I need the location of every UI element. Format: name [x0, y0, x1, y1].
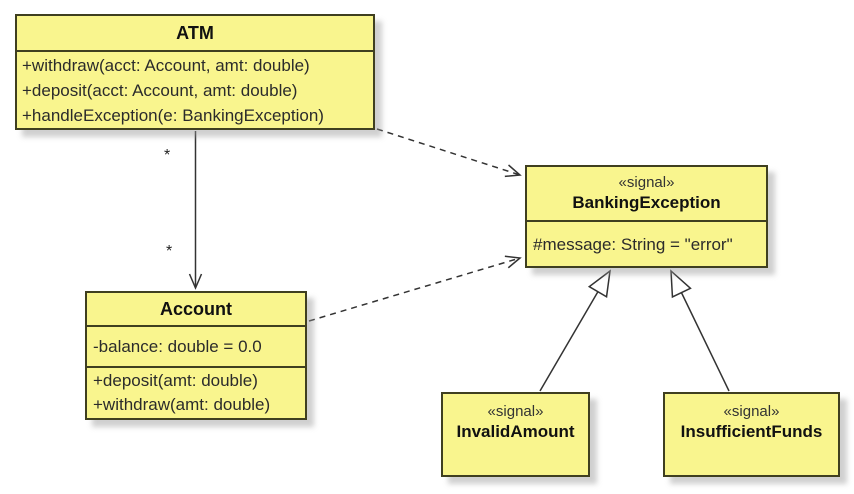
operation: +deposit(amt: double) [93, 371, 258, 390]
dependency-atm-to-bankingexception[interactable] [376, 128, 522, 178]
operations-compartment-account: +deposit(amt: double) +withdraw(amt: dou… [87, 368, 305, 418]
class-name-account: Account [87, 293, 305, 327]
class-name-insufficientfunds: InsufficientFunds [680, 422, 823, 441]
stereotype-label: «signal» [723, 403, 780, 420]
name-compartment-invalidamount: «signal» InvalidAmount [443, 394, 588, 443]
class-box-atm[interactable]: ATM +withdraw(acct: Account, amt: double… [15, 14, 375, 130]
operation: +withdraw(amt: double) [93, 395, 271, 414]
operation: +deposit(acct: Account, amt: double) [22, 81, 298, 100]
stereotype-label: «signal» [487, 403, 544, 420]
attributes-compartment-account: -balance: double = 0.0 [87, 327, 305, 368]
name-compartment-insufficientfunds: «signal» InsufficientFunds [665, 394, 838, 443]
operations-compartment-atm: +withdraw(acct: Account, amt: double) +d… [17, 52, 373, 128]
class-box-invalidamount[interactable]: «signal» InvalidAmount [441, 392, 590, 477]
class-name-invalidamount: InvalidAmount [456, 422, 575, 441]
attribute: #message: String = "error" [533, 234, 733, 254]
class-box-bankingexception[interactable]: «signal» BankingException #message: Stri… [525, 165, 768, 268]
generalization-invalidamount-to-bankingexception[interactable] [539, 269, 611, 392]
operation: +handleException(e: BankingException) [22, 106, 324, 125]
generalization-insufficientfunds-to-bankingexception[interactable] [670, 269, 730, 392]
name-compartment-bankingexception: «signal» BankingException [527, 167, 766, 222]
dependency-account-to-bankingexception[interactable] [308, 255, 522, 322]
class-name-atm: ATM [17, 16, 373, 52]
class-name-bankingexception: BankingException [572, 193, 721, 212]
class-box-account[interactable]: Account -balance: double = 0.0 +deposit(… [85, 291, 307, 420]
multiplicity-label-account-end: * [166, 243, 173, 260]
stereotype-label: «signal» [618, 174, 675, 191]
attributes-compartment-bankingexception: #message: String = "error" [527, 222, 766, 266]
multiplicity-label-atm-end: * [164, 147, 171, 164]
operation: +withdraw(acct: Account, amt: double) [22, 56, 310, 75]
attribute: -balance: double = 0.0 [93, 337, 262, 356]
class-box-insufficientfunds[interactable]: «signal» InsufficientFunds [663, 392, 840, 477]
